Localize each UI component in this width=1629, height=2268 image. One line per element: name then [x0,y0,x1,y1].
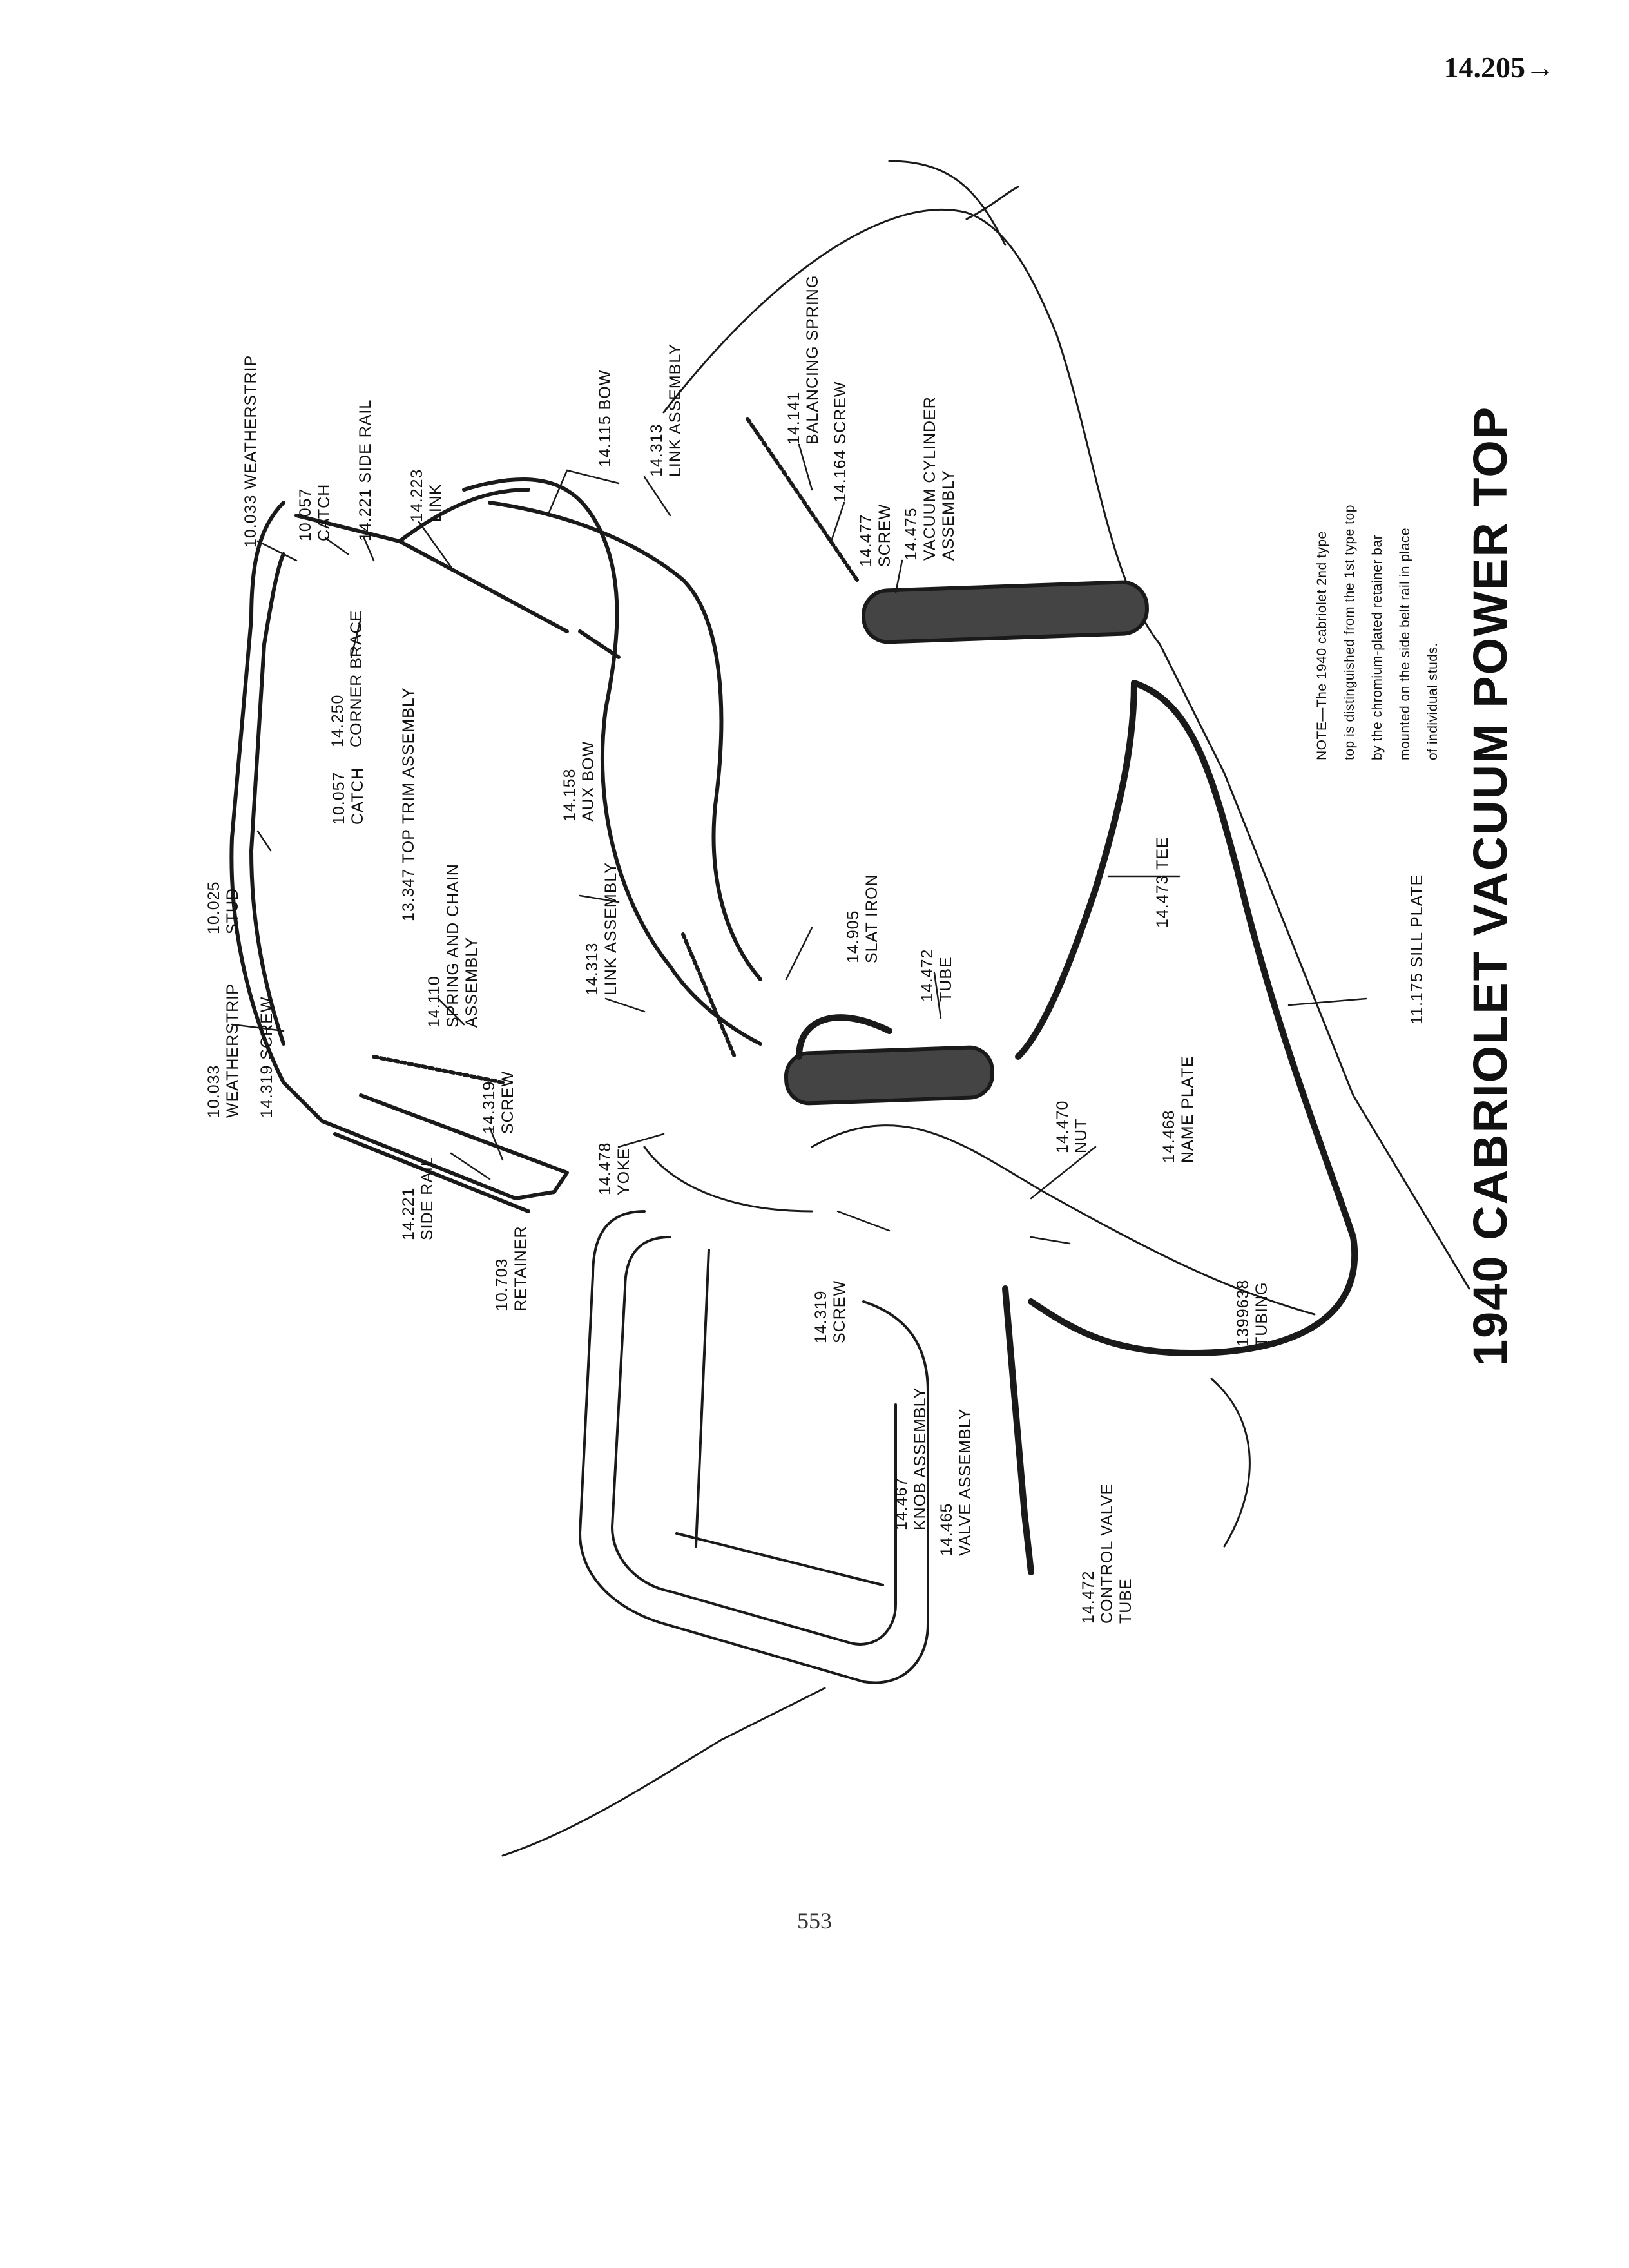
label-top-trim: 13.347 TOP TRIM ASSEMBLY [400,687,418,921]
label-tee: 14.473 TEE [1153,836,1171,928]
label-screw-319-left: 14.319 SCREW [258,996,276,1118]
leader-lines [231,443,1367,1245]
label-side-rail-top: 14.221 SIDE RAIL [356,399,374,541]
body-outline [501,160,1470,1857]
springs [372,417,859,1084]
tubing-lines [796,680,1358,1575]
page-number: 553 [797,1908,832,1934]
page-title: 1940 CABRIOLET VACUUM POWER TOP [1463,405,1517,1366]
label-sill-plate: 11.175 SILL PLATE [1408,874,1426,1024]
label-weatherstrip-top: 10.033 WEATHERSTRIP [242,354,260,548]
vacuum-cylinders [784,580,1149,1106]
note-block: NOTE—The 1940 cabriolet 2nd type top is … [1315,505,1440,760]
section-number: 14.205→ [1443,51,1556,84]
door-frame [579,1210,929,1684]
label-screw-164: 14.164 SCREW [831,381,849,503]
label-bow: 14.115 BOW [596,369,614,467]
